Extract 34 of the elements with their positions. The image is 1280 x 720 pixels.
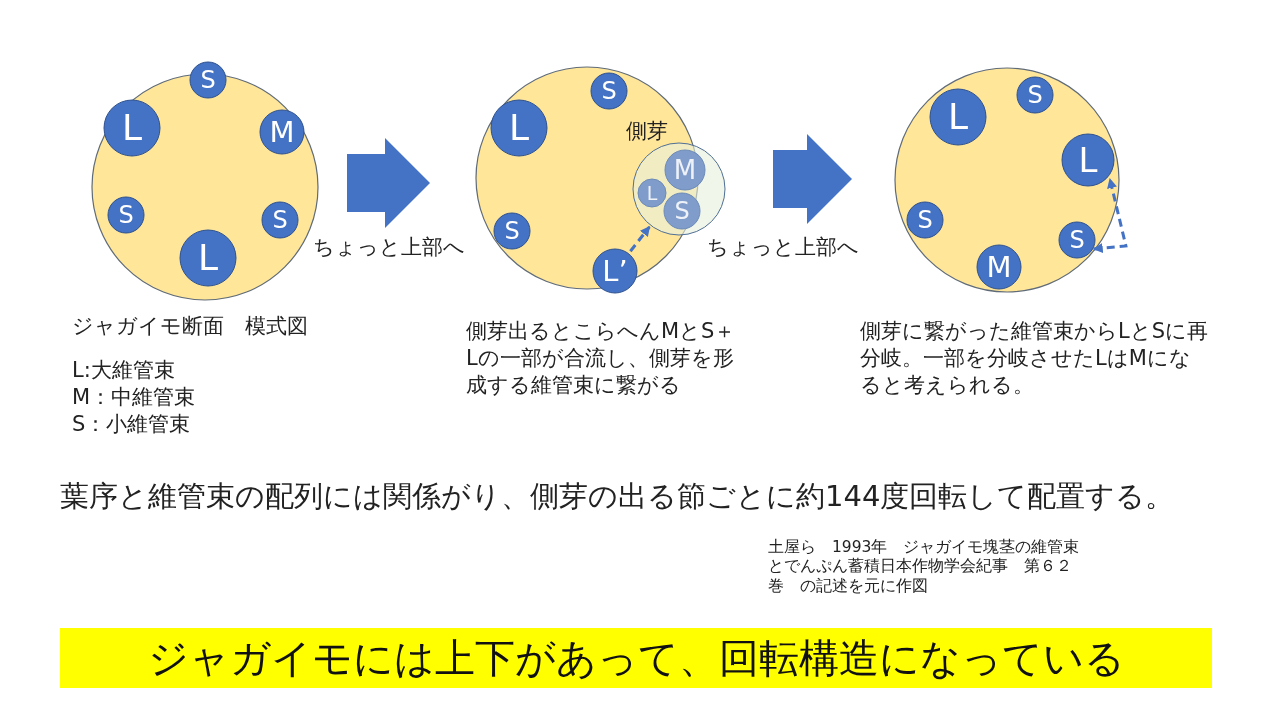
dashed-arrow [629,225,651,253]
bundle-circle: L [490,99,548,157]
bundle-circle: L [929,88,987,146]
bundle-circle: S [906,201,944,239]
bundle-circle: S [1016,76,1054,114]
caption-text: ジャガイモ断面 模式図 [72,313,309,340]
key-text: L:大維管束 [72,357,176,384]
bundle-circle: L [1061,133,1115,187]
bundle-circle: L [179,229,237,287]
bundle-circle: S [1058,221,1096,259]
citation-text: 土屋ら 1993年 ジャガイモ塊茎の維管束とでんぷん蓄積日本作物学会紀事 第６２巻 の記述を元に作図 [768,538,1081,597]
bundle-circle: L [103,99,161,157]
block-arrow [347,138,430,228]
bundle-circle: S [663,192,701,230]
dashed-arrow [1092,178,1128,254]
bundle-circle: M [259,109,305,155]
banner-title: ジャガイモには上下があって、回転構造になっている [60,628,1212,688]
key-text: S：小維管束 [72,411,192,438]
bundle-circle: S [189,61,227,99]
bundle-circle: S [590,72,628,110]
bundle-circle: S [261,201,299,239]
bundle-circle: L’ [592,248,638,294]
bundle-circle: S [107,196,145,234]
note-text: 側芽出るとこらへんMとS＋Lの一部が合流し、側芽を形成する維管束に繋がる [466,318,736,399]
bundle-circle: M [976,244,1022,290]
block-arrow [773,134,852,224]
cross-section-circle [894,67,1120,293]
bundle-circle: L [637,178,667,208]
key-text: M：中維管束 [72,384,197,411]
bundle-circle: M [664,149,706,191]
note-text: 側芽に繋がった維管束からLとSに再分岐。一部を分岐させたLはMになると考えられる。 [860,318,1210,399]
bud-label: 側芽 [626,118,669,145]
bundle-circle: S [493,212,531,250]
summary-text: 葉序と維管束の配列には関係がり、側芽の出る節ごとに約144度回転して配置する。 [60,478,1176,515]
